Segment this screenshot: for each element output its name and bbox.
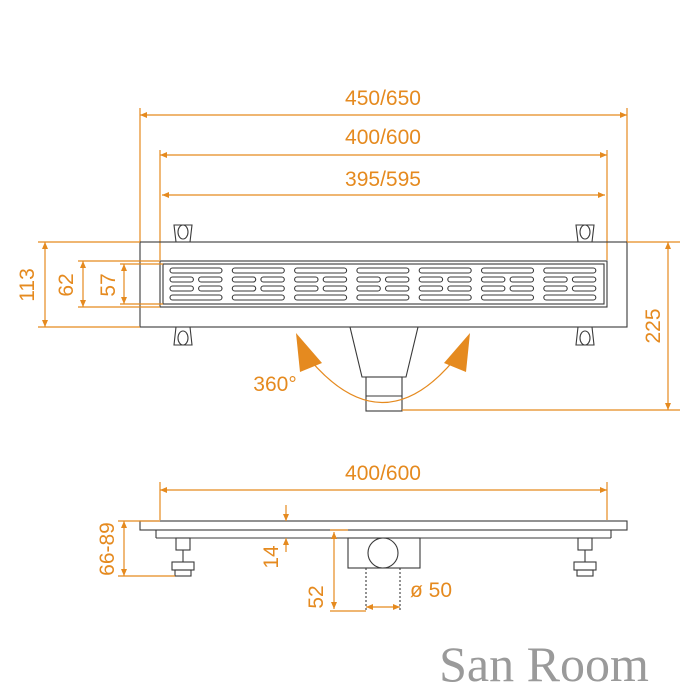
grate-slot bbox=[418, 276, 444, 283]
grate-slots bbox=[169, 267, 597, 301]
grate-slot bbox=[384, 285, 410, 292]
grate-slot bbox=[480, 285, 506, 292]
grate-slot bbox=[198, 285, 223, 292]
grate-slot bbox=[231, 276, 257, 283]
mounting-bracket bbox=[575, 224, 595, 243]
grate-slot bbox=[231, 267, 285, 274]
grate-slot bbox=[260, 276, 285, 283]
grate-slot bbox=[543, 294, 597, 301]
outlet-circle bbox=[367, 537, 399, 569]
grate-slot bbox=[418, 294, 472, 301]
grate-slot bbox=[384, 276, 410, 283]
grate-slot bbox=[571, 285, 597, 292]
watermark: San Room bbox=[439, 636, 649, 692]
channel-top-plate bbox=[139, 520, 628, 531]
grate-slot bbox=[356, 267, 410, 274]
dim-outlet-depth: 52 bbox=[305, 585, 328, 608]
grate-slot bbox=[294, 285, 319, 292]
grate-slot bbox=[356, 294, 410, 301]
grate-slot bbox=[356, 276, 381, 283]
dim-slot-width: 57 bbox=[97, 273, 120, 296]
grate-slot bbox=[480, 294, 535, 301]
grate-slot bbox=[356, 285, 381, 292]
rotation-arc bbox=[301, 349, 463, 404]
mounting-bracket bbox=[575, 326, 595, 346]
grate-slot bbox=[169, 276, 194, 283]
grate-slot bbox=[231, 294, 285, 301]
grate-slot bbox=[418, 267, 472, 274]
dim-depth-14: 14 bbox=[260, 545, 283, 569]
dim-inner-length: 395/595 bbox=[345, 168, 421, 191]
mounting-bracket bbox=[173, 326, 193, 346]
grate-slot bbox=[447, 276, 472, 283]
top-view: 450/650 400/600 395/595 bbox=[16, 87, 680, 412]
grate-slot bbox=[198, 276, 223, 283]
dim-outlet-diameter: ø 50 bbox=[410, 579, 452, 602]
grate-slot bbox=[322, 276, 348, 283]
grate-slot bbox=[294, 294, 348, 301]
grate-slot bbox=[322, 285, 348, 292]
rotation-arrow-left bbox=[296, 333, 322, 372]
grate-slot bbox=[509, 285, 535, 292]
dim-leg-range: 66-89 bbox=[96, 522, 119, 576]
grate-slot bbox=[260, 285, 285, 292]
grate-slot bbox=[543, 267, 597, 274]
dim-overall-length: 450/650 bbox=[345, 87, 421, 110]
grate-slot bbox=[509, 276, 535, 283]
grate-slot bbox=[418, 285, 444, 292]
outlet-housing bbox=[347, 537, 421, 569]
grate-slot bbox=[543, 276, 568, 283]
drain-body-outline bbox=[139, 241, 628, 328]
grate-slot bbox=[447, 285, 472, 292]
grate-slot bbox=[169, 294, 223, 301]
adjustable-leg bbox=[171, 537, 195, 577]
grate-inner bbox=[162, 263, 605, 305]
dim-height-total: 225 bbox=[642, 308, 665, 343]
grate-slot bbox=[169, 285, 194, 292]
dim-body-width: 113 bbox=[16, 268, 39, 301]
grate-slot bbox=[169, 267, 223, 274]
dim-grate-width: 62 bbox=[55, 273, 78, 296]
grate-slot bbox=[571, 276, 597, 283]
grate-outline bbox=[159, 260, 608, 308]
grate-slot bbox=[543, 285, 568, 292]
mounting-bracket bbox=[173, 224, 193, 243]
dim-side-length: 400/600 bbox=[345, 462, 421, 485]
adjustable-leg bbox=[573, 537, 597, 577]
grate-slot bbox=[294, 267, 348, 274]
rotation-arrow-right bbox=[444, 333, 470, 372]
grate-slot bbox=[231, 285, 257, 292]
outlet-pipe bbox=[365, 376, 403, 412]
dim-rotation: 360° bbox=[253, 373, 296, 396]
grate-slot bbox=[294, 276, 319, 283]
outlet-funnel bbox=[349, 326, 419, 378]
dim-grate-length: 400/600 bbox=[345, 126, 421, 149]
side-view: 400/600 66-89 14 bbox=[96, 462, 628, 612]
grate-slot bbox=[480, 276, 506, 283]
grate-slot bbox=[480, 267, 535, 274]
